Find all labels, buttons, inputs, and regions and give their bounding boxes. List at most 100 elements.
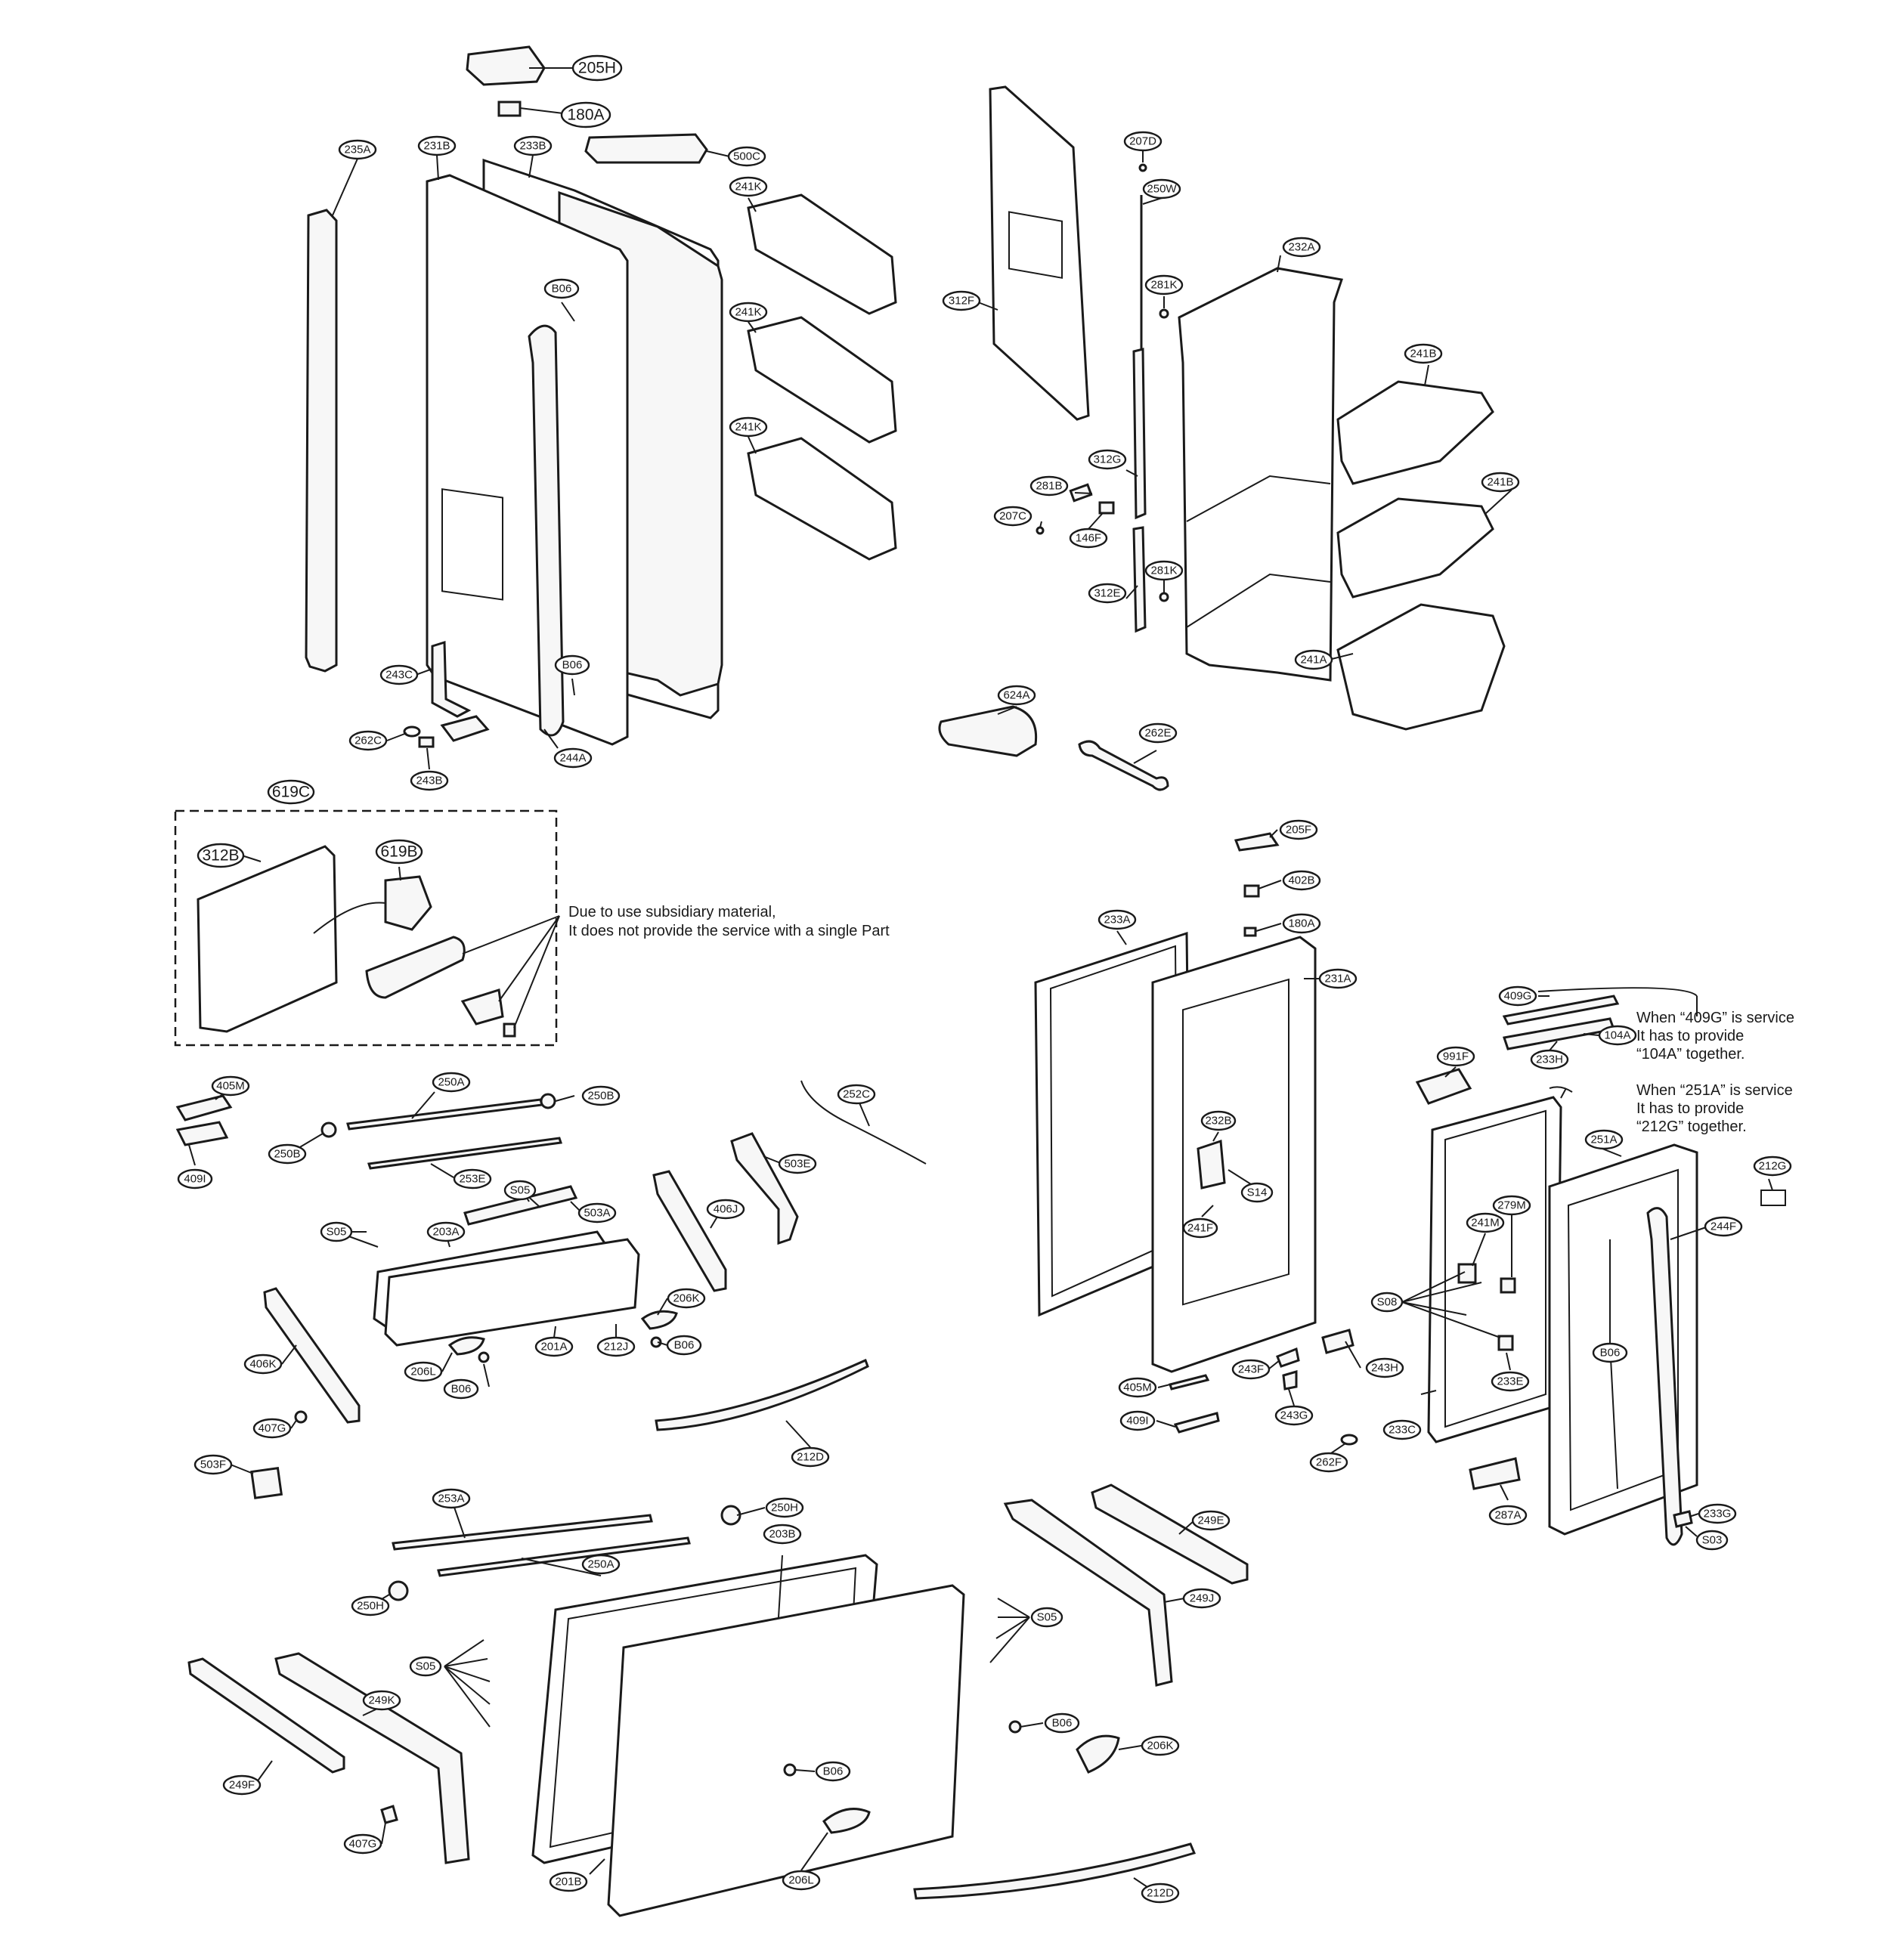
- part-405m-rail: [175, 1094, 233, 1121]
- callout-206k-2: 206K: [1141, 1735, 1180, 1756]
- part-262c-washer: [403, 725, 421, 738]
- callout-243b: 243B: [410, 770, 449, 791]
- part-250b-gear-1: [540, 1093, 556, 1109]
- part-180a-block: [497, 101, 522, 117]
- notes: Due to use subsidiary material, It does …: [568, 904, 1794, 1135]
- svg-text:406K: 406K: [249, 1358, 276, 1371]
- callout-244f: 244F: [1704, 1216, 1743, 1237]
- svg-text:619B: 619B: [380, 843, 417, 861]
- callout-250h-1: 250H: [765, 1497, 804, 1518]
- part-503a-bracket: [463, 1185, 578, 1226]
- callout-252c: 252C: [837, 1084, 876, 1105]
- svg-text:233H: 233H: [1536, 1053, 1563, 1066]
- callout-212g: 212G: [1753, 1155, 1792, 1177]
- callout-241k-2: 241K: [729, 302, 768, 323]
- part-243b-block: [418, 736, 435, 748]
- callout-s05-4: S05: [409, 1656, 442, 1677]
- part-241a-bin: [1336, 603, 1506, 731]
- callout-205h: 205H: [571, 54, 623, 82]
- callout-405m: 405M: [211, 1075, 250, 1097]
- callout-619b: 619B: [375, 839, 423, 865]
- part-233e-clip: [1497, 1335, 1514, 1351]
- callout-409i: 409I: [177, 1168, 213, 1190]
- callout-b06-2: B06: [554, 654, 590, 676]
- svg-text:233B: 233B: [519, 140, 546, 153]
- callout-206l-1: 206L: [404, 1361, 443, 1382]
- svg-text:243F: 243F: [1238, 1363, 1264, 1376]
- svg-text:B06: B06: [1600, 1347, 1621, 1360]
- svg-text:253E: 253E: [459, 1173, 485, 1186]
- callout-104a: 104A: [1598, 1025, 1637, 1046]
- note-251a-line1: When “251A” is service: [1636, 1082, 1793, 1099]
- svg-text:406J: 406J: [714, 1203, 738, 1216]
- callout-250w: 250W: [1142, 178, 1181, 200]
- callout-212d-2: 212D: [1141, 1882, 1180, 1904]
- part-249e-rail: [1091, 1483, 1249, 1585]
- part-233c-inner: [1444, 1109, 1546, 1428]
- callout-b06-1: B06: [543, 278, 580, 299]
- callout-281b: 281B: [1029, 475, 1069, 497]
- part-241b-bin-1: [1336, 380, 1494, 485]
- callout-312f: 312F: [942, 290, 981, 311]
- svg-text:201A: 201A: [540, 1341, 567, 1353]
- part-312f-panel: [989, 85, 1090, 421]
- callout-206l-2: 206L: [782, 1870, 821, 1891]
- svg-text:B06: B06: [1052, 1717, 1073, 1730]
- part-231a-window: [1182, 978, 1289, 1306]
- part-262f-washer: [1340, 1434, 1358, 1446]
- svg-text:262C: 262C: [354, 735, 382, 747]
- callout-233a: 233A: [1098, 909, 1137, 930]
- svg-text:253A: 253A: [438, 1493, 464, 1505]
- svg-text:241K: 241K: [735, 421, 761, 434]
- svg-text:233E: 233E: [1497, 1375, 1523, 1388]
- svg-text:233G: 233G: [1704, 1508, 1732, 1521]
- part-243c-bracket: [431, 640, 472, 718]
- part-405m-strip: [1169, 1374, 1210, 1391]
- svg-text:S05: S05: [416, 1660, 436, 1673]
- callout-241b-1: 241B: [1404, 343, 1443, 364]
- svg-text:243B: 243B: [416, 775, 442, 787]
- part-b06-screw-a: [650, 1336, 662, 1348]
- svg-text:205F: 205F: [1286, 824, 1311, 837]
- part-180a-small: [1243, 927, 1257, 937]
- part-206k-handle-2: [1076, 1734, 1120, 1774]
- svg-text:206K: 206K: [1147, 1740, 1173, 1753]
- part-312b-cover: [197, 845, 338, 1033]
- callout-b06-5: B06: [443, 1378, 479, 1400]
- note-subsidiary-line1: Due to use subsidiary material,: [568, 904, 776, 920]
- svg-text:203B: 203B: [769, 1528, 795, 1541]
- part-206l-handle-1: [447, 1336, 485, 1356]
- callout-s05-1: S05: [503, 1180, 537, 1201]
- part-233h-wire: [1549, 1086, 1573, 1093]
- svg-text:249J: 249J: [1190, 1592, 1215, 1605]
- callout-s14: S14: [1240, 1182, 1274, 1203]
- part-201b-front: [607, 1584, 965, 1917]
- part-262e-wrench: [1078, 740, 1169, 791]
- callout-503a: 503A: [577, 1202, 617, 1224]
- callout-243h: 243H: [1365, 1357, 1404, 1378]
- part-231b-door: [426, 174, 629, 746]
- part-249k-bracket: [274, 1652, 470, 1864]
- part-231a-door: [1151, 936, 1317, 1373]
- svg-text:S05: S05: [327, 1226, 347, 1239]
- part-232a-shelf-2: [1186, 573, 1331, 628]
- callout-146f: 146F: [1069, 527, 1108, 549]
- kit-619b-tube: [313, 902, 386, 934]
- callout-243f: 243F: [1231, 1359, 1271, 1380]
- svg-text:281K: 281K: [1150, 565, 1177, 577]
- note-subsidiary-line2: It does not provide the service with a s…: [568, 923, 890, 939]
- part-619b-clip: [503, 1022, 516, 1038]
- svg-text:407G: 407G: [259, 1422, 286, 1435]
- svg-text:262F: 262F: [1316, 1456, 1342, 1469]
- callout-409i-2: 409I: [1119, 1410, 1156, 1431]
- note-409g-line3: “104A” together.: [1636, 1046, 1745, 1063]
- svg-text:249K: 249K: [368, 1694, 395, 1707]
- svg-text:312G: 312G: [1094, 453, 1122, 466]
- callout-406k: 406K: [243, 1353, 283, 1375]
- callout-241m: 241M: [1466, 1212, 1505, 1233]
- part-253a-rod: [392, 1514, 653, 1551]
- part-b06-screw-b: [478, 1351, 490, 1363]
- svg-text:249E: 249E: [1197, 1514, 1224, 1527]
- svg-text:287A: 287A: [1494, 1509, 1521, 1522]
